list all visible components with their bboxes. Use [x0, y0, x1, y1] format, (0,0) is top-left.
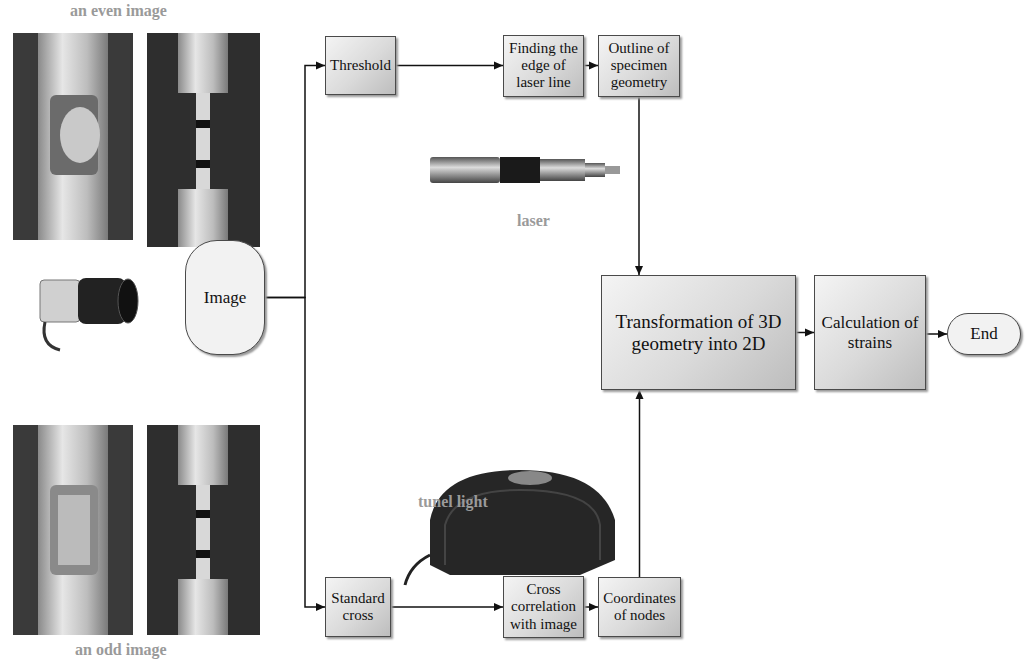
box-text: Threshold: [330, 57, 391, 74]
flow-arrow: [635, 97, 643, 276]
flow-arrow: [926, 330, 947, 338]
process-box: Calculation of strains: [814, 275, 926, 390]
box-text: End: [970, 324, 997, 344]
process-box: Transformation of 3D geometry into 2D: [601, 275, 796, 390]
arrow-head: [316, 62, 325, 70]
box-text: Image: [204, 288, 246, 308]
process-box: Outline of specimen geometry: [598, 35, 680, 97]
arrow-head: [589, 62, 598, 70]
image-label: tunel light: [418, 493, 488, 511]
process-box: Threshold: [325, 36, 396, 95]
box-text: Outline of specimen geometry: [603, 40, 675, 92]
flow-arrow: [584, 62, 598, 70]
arrow-head: [635, 266, 643, 275]
arrow-head: [636, 390, 644, 399]
flow-arrow: [265, 298, 325, 612]
box-text: Transformation of 3D geometry into 2D: [606, 311, 791, 355]
image-label: an odd image: [75, 641, 167, 659]
odd-photo: [13, 425, 260, 635]
process-box: Coordinates of nodes: [598, 577, 681, 637]
camera: [40, 278, 138, 350]
arrow-head: [805, 329, 814, 337]
connector-line: [265, 298, 325, 608]
connector-line: [396, 65, 503, 67]
arrow-head: [316, 603, 325, 611]
connector-line: [639, 390, 641, 577]
box-text: Calculation of strains: [819, 313, 921, 352]
flow-arrow: [396, 62, 503, 70]
arrow-head: [938, 330, 947, 338]
arrow-head: [494, 603, 503, 611]
arrow-head: [494, 62, 503, 70]
box-text: Coordinates of nodes: [603, 590, 676, 625]
process-box: Standard cross: [325, 577, 391, 637]
connector-line: [265, 66, 325, 298]
box-text: Cross correlation with image: [508, 581, 579, 633]
box-text: Finding the edge of laser line: [508, 40, 579, 92]
connector-line: [638, 97, 640, 276]
flow-arrow: [391, 603, 503, 611]
tunnel-light: [405, 470, 615, 585]
arrow-head: [589, 603, 598, 611]
terminal-box: Image: [185, 240, 265, 355]
connector-line: [391, 606, 503, 608]
laser-device: [430, 157, 620, 183]
flow-arrow: [636, 390, 644, 577]
process-box: Finding the edge of laser line: [503, 35, 584, 97]
terminal-box: End: [947, 313, 1021, 355]
process-box: Cross correlation with image: [503, 576, 584, 638]
image-label: an even image: [70, 2, 167, 20]
image-label: laser: [517, 212, 550, 230]
flow-arrow: [796, 329, 814, 337]
flow-arrow: [584, 603, 598, 611]
even-photo: [13, 33, 260, 247]
box-text: Standard cross: [330, 590, 386, 625]
flow-arrow: [265, 62, 325, 298]
